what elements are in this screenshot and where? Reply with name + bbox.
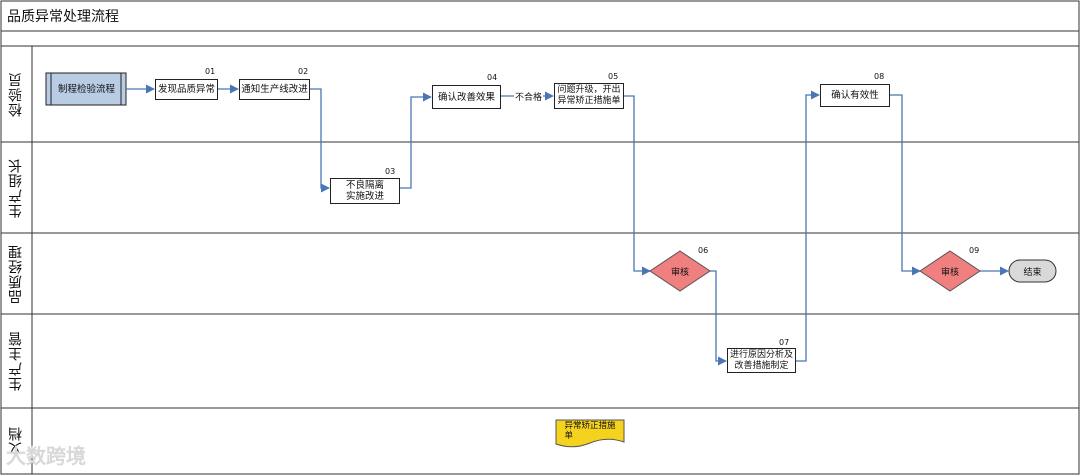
- step-03-node[interactable]: 不良隔离 实施改进: [330, 178, 400, 204]
- step-05-number: 05: [608, 72, 619, 81]
- document-shape: [555, 419, 625, 448]
- watermark-text: 大数跨境: [6, 444, 86, 468]
- step-07-number: 07: [779, 338, 790, 347]
- review-06-label[interactable]: 审核: [670, 267, 689, 278]
- diagram-title: 品质异常处理流程: [7, 9, 119, 25]
- step-09-number: 09: [969, 246, 980, 255]
- end-label[interactable]: 结束: [1023, 267, 1042, 278]
- edge-08-09: [890, 94, 921, 276]
- edge-03-04: [400, 92, 432, 189]
- edge-06-07: [710, 270, 727, 366]
- edge-07-08: [796, 90, 820, 362]
- start-process-node[interactable]: 制程检验流程: [57, 83, 115, 95]
- review-diamond-09: [919, 250, 981, 292]
- lane-label-quality-manager: 品质经理: [8, 243, 24, 304]
- document-label[interactable]: 异常矫正措施 单: [564, 421, 616, 441]
- edge-02-03: [310, 88, 330, 193]
- lane-label-production-supervisor: 生产主管: [8, 331, 24, 391]
- step-02-number: 02: [298, 67, 309, 76]
- edge-05-06: [624, 95, 651, 276]
- step-01-number: 01: [205, 67, 216, 76]
- step-04-number: 04: [487, 73, 498, 82]
- step-01-node[interactable]: 发现品质异常: [155, 79, 218, 100]
- step-02-node[interactable]: 通知生产线改进: [239, 79, 310, 100]
- end-terminator: [1008, 259, 1057, 283]
- step-03-number: 03: [385, 167, 396, 176]
- step-04-node[interactable]: 确认改善效果: [432, 85, 501, 109]
- step-08-number: 08: [874, 72, 885, 81]
- review-09-label[interactable]: 审核: [940, 267, 959, 278]
- step-06-number: 06: [698, 246, 709, 255]
- step-07-node[interactable]: 进行原因分析及 改善措施制定: [727, 348, 796, 373]
- lane-label-line-leader: 生产组长: [8, 157, 24, 218]
- lane-label-inspector: 检验员: [8, 71, 24, 117]
- step-05-node[interactable]: 问题升级，开出 异常矫正措施单: [554, 83, 624, 109]
- step-08-node[interactable]: 确认有效性: [820, 84, 890, 107]
- edge-label-fail: 不合格: [514, 90, 544, 103]
- review-diamond-06: [649, 250, 711, 292]
